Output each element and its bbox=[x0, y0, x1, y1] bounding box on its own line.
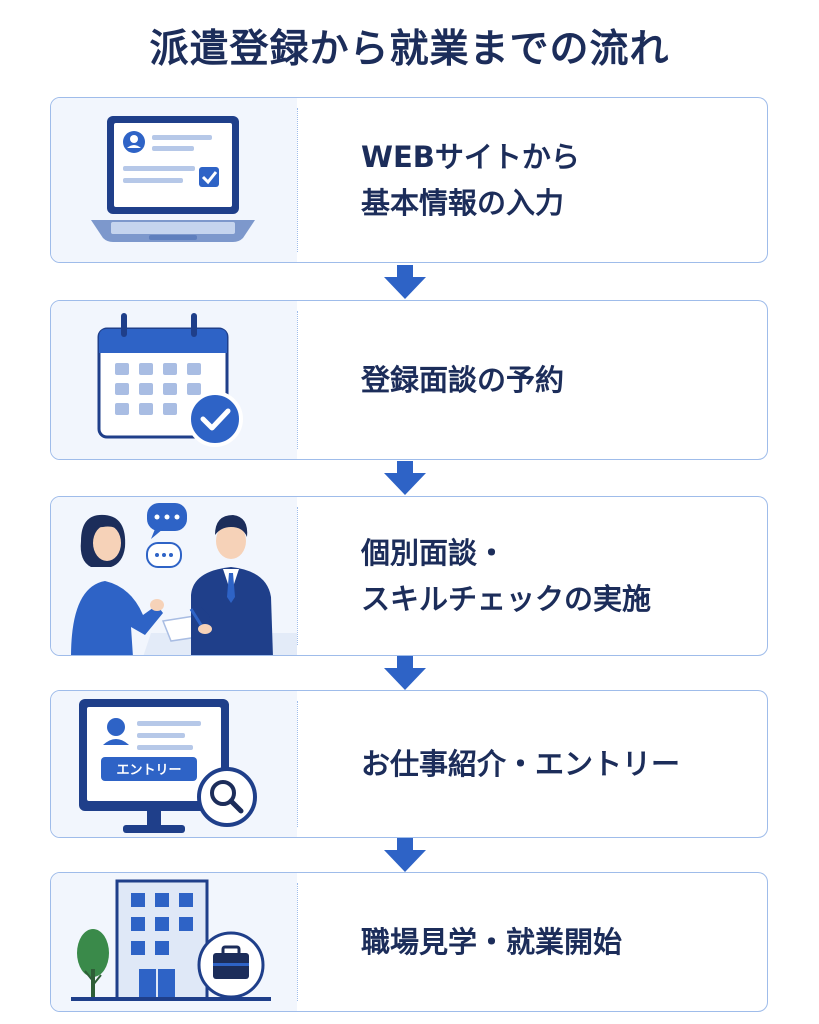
step-start-work: 職場見学・就業開始 bbox=[50, 872, 768, 1012]
step-3-line-2: スキルチェックの実施 bbox=[361, 582, 652, 616]
step-5-line-1: 職場見学・就業開始 bbox=[361, 925, 623, 959]
laptop-profile-icon bbox=[91, 116, 255, 242]
arrow-down-icon bbox=[384, 265, 426, 299]
arrow-down-icon bbox=[384, 461, 426, 495]
interview-people-icon bbox=[71, 503, 297, 655]
step-job-entry: エントリー お仕事紹介・エントリー bbox=[50, 690, 768, 838]
step-1-line-1: WEBサイトから bbox=[361, 140, 580, 174]
page-title: 派遣登録から就業までの流れ bbox=[149, 27, 670, 72]
entry-button-label: エントリー bbox=[116, 763, 181, 778]
arrow-down-icon bbox=[384, 838, 426, 872]
arrow-down-icon bbox=[384, 656, 426, 690]
step-4-line-1: お仕事紹介・エントリー bbox=[361, 747, 681, 781]
calendar-check-icon bbox=[97, 313, 243, 447]
step-skill-check: 個別面談・ スキルチェックの実施 bbox=[50, 496, 768, 656]
monitor-search-icon: エントリー bbox=[79, 699, 257, 833]
step-1-line-2: 基本情報の入力 bbox=[361, 186, 565, 220]
step-3-line-1: 個別面談・ bbox=[361, 536, 507, 570]
step-web-input: WEBサイトから 基本情報の入力 bbox=[50, 97, 768, 263]
step-interview-reservation: 登録面談の予約 bbox=[50, 300, 768, 460]
step-2-line-1: 登録面談の予約 bbox=[361, 363, 565, 397]
office-building-briefcase-icon bbox=[71, 879, 271, 1001]
